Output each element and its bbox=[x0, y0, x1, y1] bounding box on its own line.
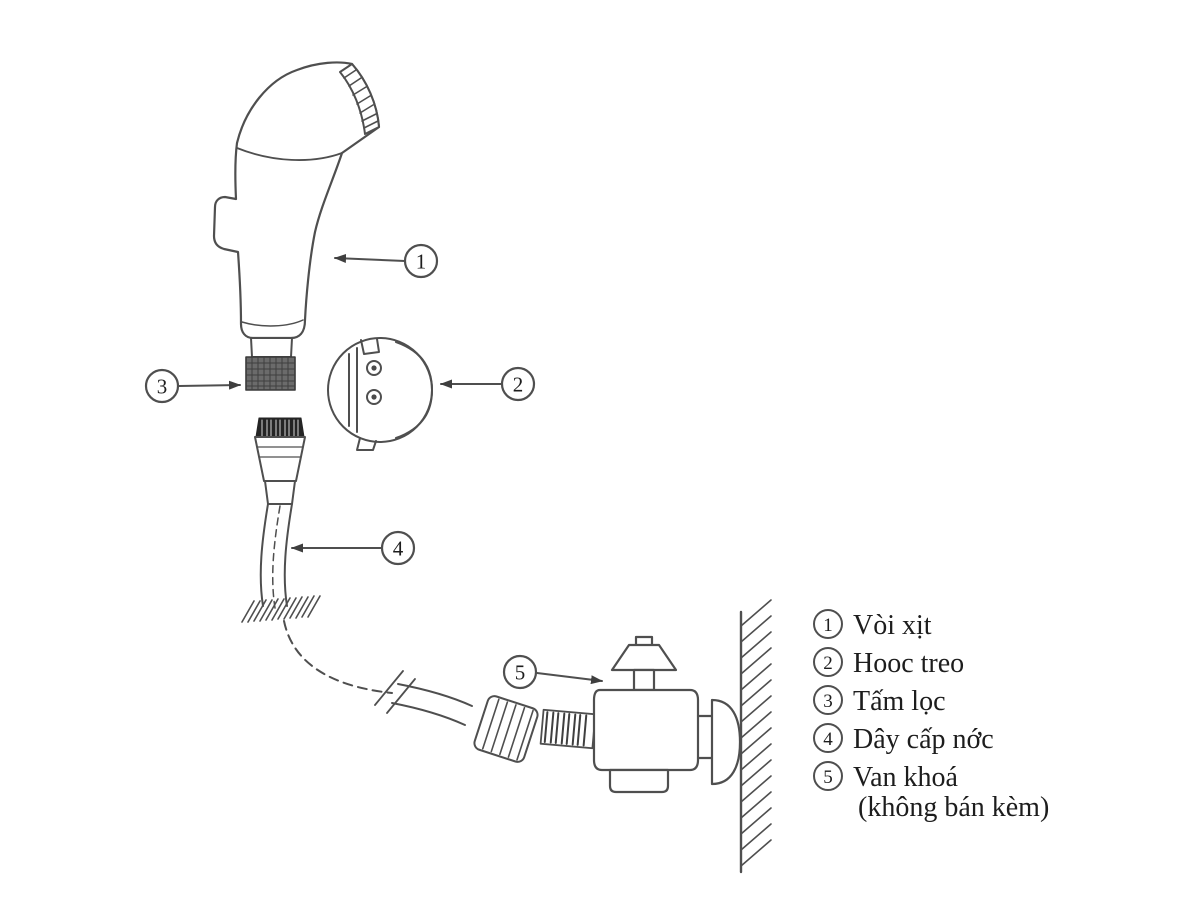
valve-wall-flange bbox=[710, 698, 742, 786]
legend-number-circle bbox=[813, 723, 843, 753]
legend-item-label: Van khoá bbox=[853, 762, 959, 793]
callout-3: 3 bbox=[144, 368, 241, 404]
callout-4-circle bbox=[380, 530, 416, 566]
wall-section bbox=[739, 599, 772, 874]
valve-foot bbox=[608, 768, 670, 794]
hose-break-tick bbox=[386, 678, 416, 714]
nozzle-rib bbox=[352, 86, 367, 96]
legend-note: (không bán kèm) bbox=[858, 792, 1049, 823]
nozzle-rib bbox=[348, 77, 362, 87]
legend-item: 1 Vòi xịt bbox=[813, 609, 932, 641]
legend-item-label: Hooc treo bbox=[853, 648, 964, 679]
hose-break-hatch bbox=[241, 595, 321, 623]
hose-tube-edge bbox=[259, 503, 269, 607]
sprayer-drawing bbox=[212, 61, 381, 391]
nozzle-rib bbox=[343, 69, 357, 79]
wall-hatching bbox=[740, 599, 772, 867]
nozzle-rib bbox=[361, 113, 377, 122]
hose-centerline-dashed bbox=[272, 505, 281, 609]
sprayer-head-joint-line bbox=[236, 147, 343, 161]
legend-number-circle bbox=[813, 761, 843, 791]
callout-2-circle bbox=[500, 366, 536, 402]
sprayer-nozzle-ribs bbox=[339, 63, 380, 135]
hook-foot-tab bbox=[356, 437, 377, 451]
hook-drawing bbox=[327, 337, 433, 451]
callout-1-circle bbox=[403, 243, 439, 279]
callout-1: 1 bbox=[334, 243, 439, 279]
callout-4-number: 4 bbox=[393, 537, 404, 561]
callout-5-arrow bbox=[536, 672, 603, 685]
nozzle-rib bbox=[363, 120, 379, 129]
callout-2-number: 2 bbox=[513, 373, 524, 397]
hose-cap-ribs bbox=[261, 419, 299, 437]
legend-item: 3 Tấm lọc bbox=[813, 685, 946, 717]
hose-cone-connector bbox=[254, 436, 306, 482]
diagram-root: 1 2 3 4 5 1 Vòi xịt bbox=[144, 61, 1049, 874]
legend-item: 2 Hooc treo bbox=[813, 647, 964, 679]
hook-top-notch bbox=[360, 338, 380, 355]
sprayer-filter bbox=[245, 356, 296, 391]
callout-5-circle bbox=[502, 654, 538, 690]
callout-1-arrow bbox=[334, 253, 406, 263]
callout-2: 2 bbox=[440, 366, 536, 402]
hose-coupling-nut bbox=[473, 695, 539, 763]
legend-item-number: 3 bbox=[823, 691, 833, 712]
hose-lower-edge bbox=[391, 702, 466, 726]
callout-5-number: 5 bbox=[515, 661, 526, 685]
nozzle-rib bbox=[356, 95, 371, 105]
valve-handle-stem bbox=[632, 668, 656, 692]
valve-thread-nipple bbox=[539, 708, 597, 750]
hose-break-tick bbox=[374, 670, 404, 706]
coupling-nut-ribs bbox=[481, 698, 534, 761]
legend-item-number: 1 bbox=[823, 615, 833, 636]
legend-item-label: Vòi xịt bbox=[853, 610, 932, 641]
legend-item-number: 2 bbox=[823, 653, 833, 674]
hook-screw-dot bbox=[371, 394, 377, 400]
legend-number-circle bbox=[813, 609, 843, 639]
hose-drawing bbox=[241, 417, 597, 763]
legend-item-label: Dây cấp nớc bbox=[853, 724, 994, 755]
legend-number-circle bbox=[813, 685, 843, 715]
sprayer-grip-line bbox=[241, 319, 304, 327]
filter-mesh bbox=[246, 357, 295, 390]
valve-handle-cap bbox=[610, 643, 678, 672]
sprayer-body-outline bbox=[212, 61, 381, 340]
hose-neck bbox=[264, 480, 296, 505]
hose-lower-edge bbox=[397, 683, 473, 707]
legend: 1 Vòi xịt 2 Hooc treo 3 Tấm lọc 4 Dây cấ… bbox=[813, 609, 1049, 823]
legend-item-label: Tấm lọc bbox=[853, 686, 946, 717]
callout-4: 4 bbox=[291, 530, 416, 566]
callout-1-number: 1 bbox=[416, 250, 427, 274]
nipple-threads bbox=[543, 711, 588, 747]
nozzle-rib bbox=[359, 104, 374, 114]
legend-item-number: 4 bbox=[823, 729, 833, 750]
hose-tube-edge bbox=[283, 503, 293, 607]
legend-item: 4 Dây cấp nớc bbox=[813, 723, 994, 755]
legend-item-number: 5 bbox=[823, 767, 833, 788]
hook-inner-arc bbox=[395, 341, 433, 439]
hose-hidden-dashed-arc bbox=[283, 620, 393, 694]
callout-3-arrow bbox=[178, 380, 241, 390]
valve-drawing bbox=[592, 635, 742, 794]
callout-3-circle bbox=[144, 368, 180, 404]
valve-body bbox=[592, 688, 700, 772]
legend-item: 5 Van khoá bbox=[813, 761, 959, 793]
hook-screw-dot bbox=[371, 365, 377, 371]
callout-3-number: 3 bbox=[157, 375, 168, 399]
sprayer-inlet-cylinder bbox=[250, 337, 293, 358]
callout-5: 5 bbox=[502, 654, 603, 690]
legend-number-circle bbox=[813, 647, 843, 677]
